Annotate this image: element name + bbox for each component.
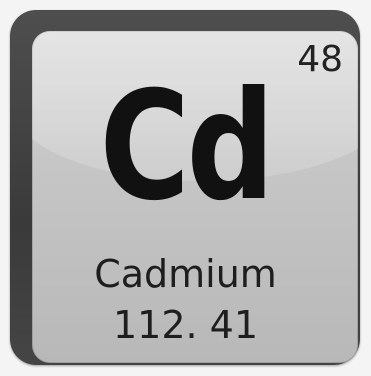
atomic-number: 48 [297, 39, 343, 80]
tile-face [32, 31, 358, 363]
tile-gloss [32, 31, 358, 181]
tile-frame [10, 10, 360, 365]
element-symbol: Cd [99, 60, 275, 234]
atomic-mass: 112. 41 [112, 303, 259, 347]
element-name: Cadmium [94, 252, 277, 296]
